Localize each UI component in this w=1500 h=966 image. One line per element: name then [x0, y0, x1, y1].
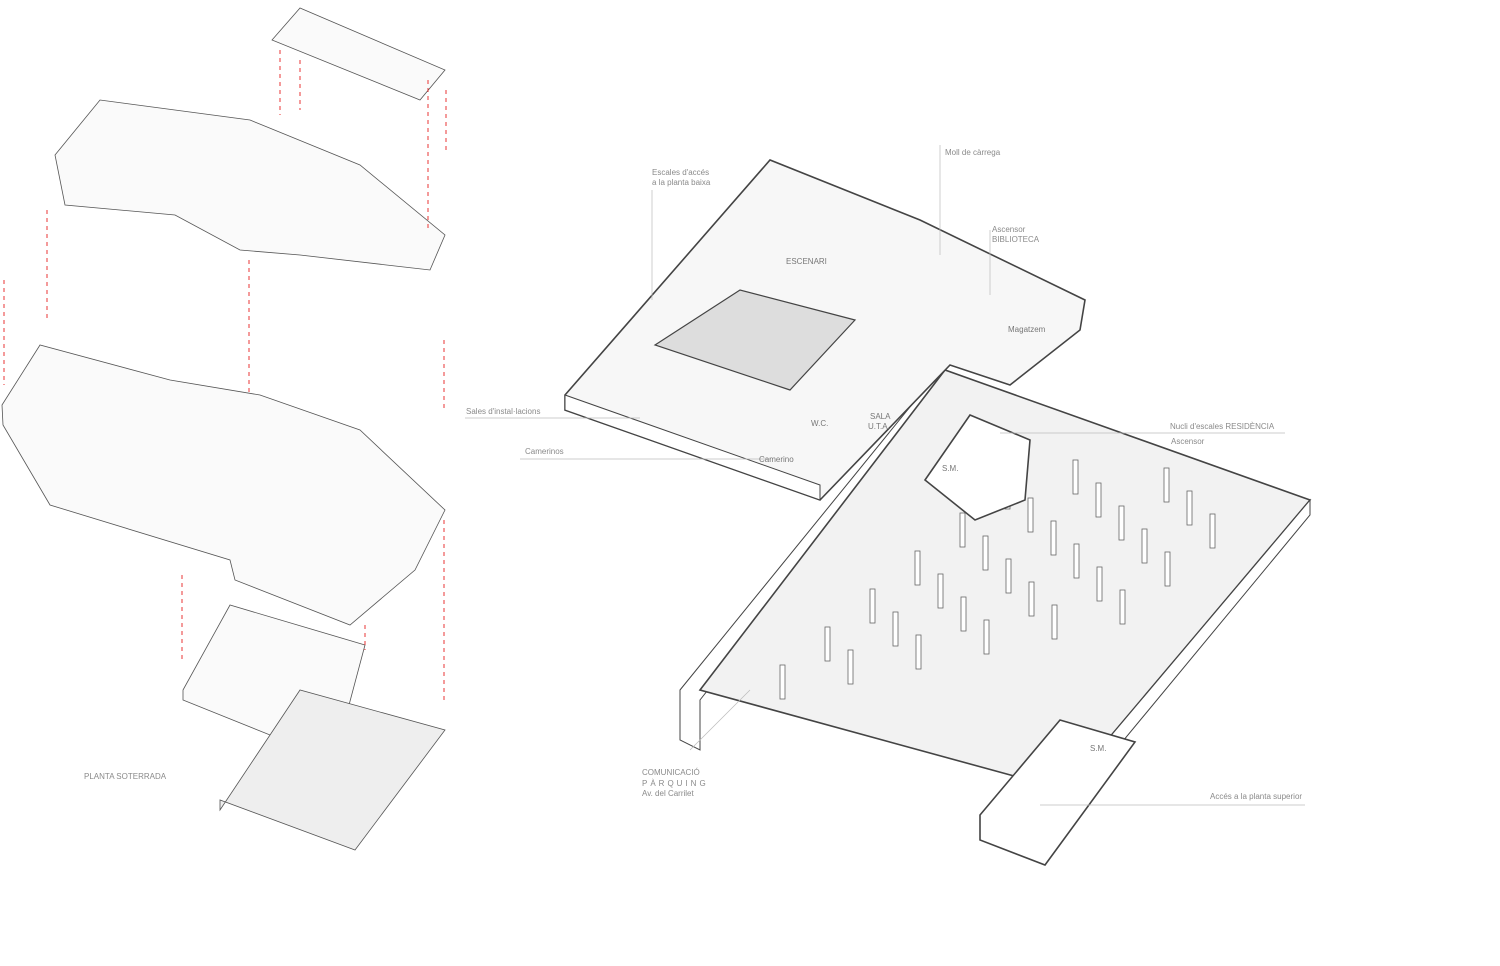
parking-column	[1005, 558, 1012, 594]
parking-column	[937, 573, 944, 609]
parking-columns	[779, 459, 1216, 700]
parking-column	[1164, 551, 1171, 587]
parking-column	[1186, 490, 1193, 526]
label-escales-line2: a la planta baixa	[652, 178, 711, 187]
room-wc: W.C.	[811, 419, 829, 428]
main-axonometric	[564, 159, 1312, 866]
parking-column	[1209, 513, 1216, 549]
room-escenari: ESCENARI	[786, 257, 827, 266]
room-sala-line2: U.T.A.	[868, 422, 890, 431]
exploded-floor-stack	[1, 7, 446, 851]
parking-column	[847, 649, 854, 685]
access-stair-block	[979, 719, 1137, 866]
parking-column	[1028, 581, 1035, 617]
parking-column	[1051, 604, 1058, 640]
room-sm-access: S.M.	[1090, 744, 1107, 753]
roof-level	[271, 7, 446, 101]
label-escales-line1: Escales d'accés	[652, 168, 710, 177]
label-ascensor: Ascensor	[1171, 437, 1205, 446]
label-comunicacio-line1: COMUNICACIÓ	[642, 768, 700, 777]
parking-column	[892, 611, 899, 647]
parking-level-plan	[219, 689, 446, 851]
theatre-block-base	[564, 394, 821, 501]
parking-column	[1141, 528, 1148, 564]
room-sala-line1: SALA	[870, 412, 891, 421]
parking-column	[1095, 482, 1102, 518]
room-camerino: Camerino	[759, 455, 794, 464]
parking-column	[960, 596, 967, 632]
parking-column	[982, 535, 989, 571]
label-sales: Sales d'instal·lacions	[466, 407, 541, 416]
label-camerinos: Camerinos	[525, 447, 564, 456]
leader-lines	[465, 145, 1305, 806]
parking-column	[1118, 505, 1125, 541]
parking-column	[1050, 520, 1057, 556]
residence-core	[923, 414, 1031, 521]
label-ascensor-bib-line2: BIBLIOTECA	[992, 235, 1040, 244]
parking-column	[1027, 497, 1034, 533]
auditorium-seating	[653, 289, 857, 391]
label-ascensor-bib-line1: Ascensor	[992, 225, 1026, 234]
label-moll: Moll de càrrega	[945, 148, 1001, 157]
label-planta-soterrada: PLANTA SOTERRADA	[84, 772, 167, 781]
parking-column	[1096, 566, 1103, 602]
parking-column	[1163, 467, 1170, 503]
room-magatzem: Magatzem	[1008, 325, 1046, 334]
parking-column	[1073, 543, 1080, 579]
label-comunicacio-line2: PÀRQUING	[642, 779, 709, 788]
label-nucli: Nucli d'escales RESIDÈNCIA	[1170, 422, 1275, 431]
red-dashed-arrows	[3, 50, 447, 700]
parking-column	[983, 619, 990, 655]
parking-column	[914, 550, 921, 586]
parking-column	[1072, 459, 1079, 495]
first-basement-plan	[1, 344, 446, 626]
room-sm-residence: S.M.	[942, 464, 959, 473]
parking-column	[959, 512, 966, 548]
label-acces: Accés a la planta superior	[1210, 792, 1303, 801]
parking-column	[869, 588, 876, 624]
parking-column	[1119, 589, 1126, 625]
parking-column	[779, 664, 786, 700]
parking-column	[915, 634, 922, 670]
label-comunicacio-line3: Av. del Carrilet	[642, 789, 694, 798]
parking-column	[824, 626, 831, 662]
ground-floor-plan	[54, 99, 446, 271]
